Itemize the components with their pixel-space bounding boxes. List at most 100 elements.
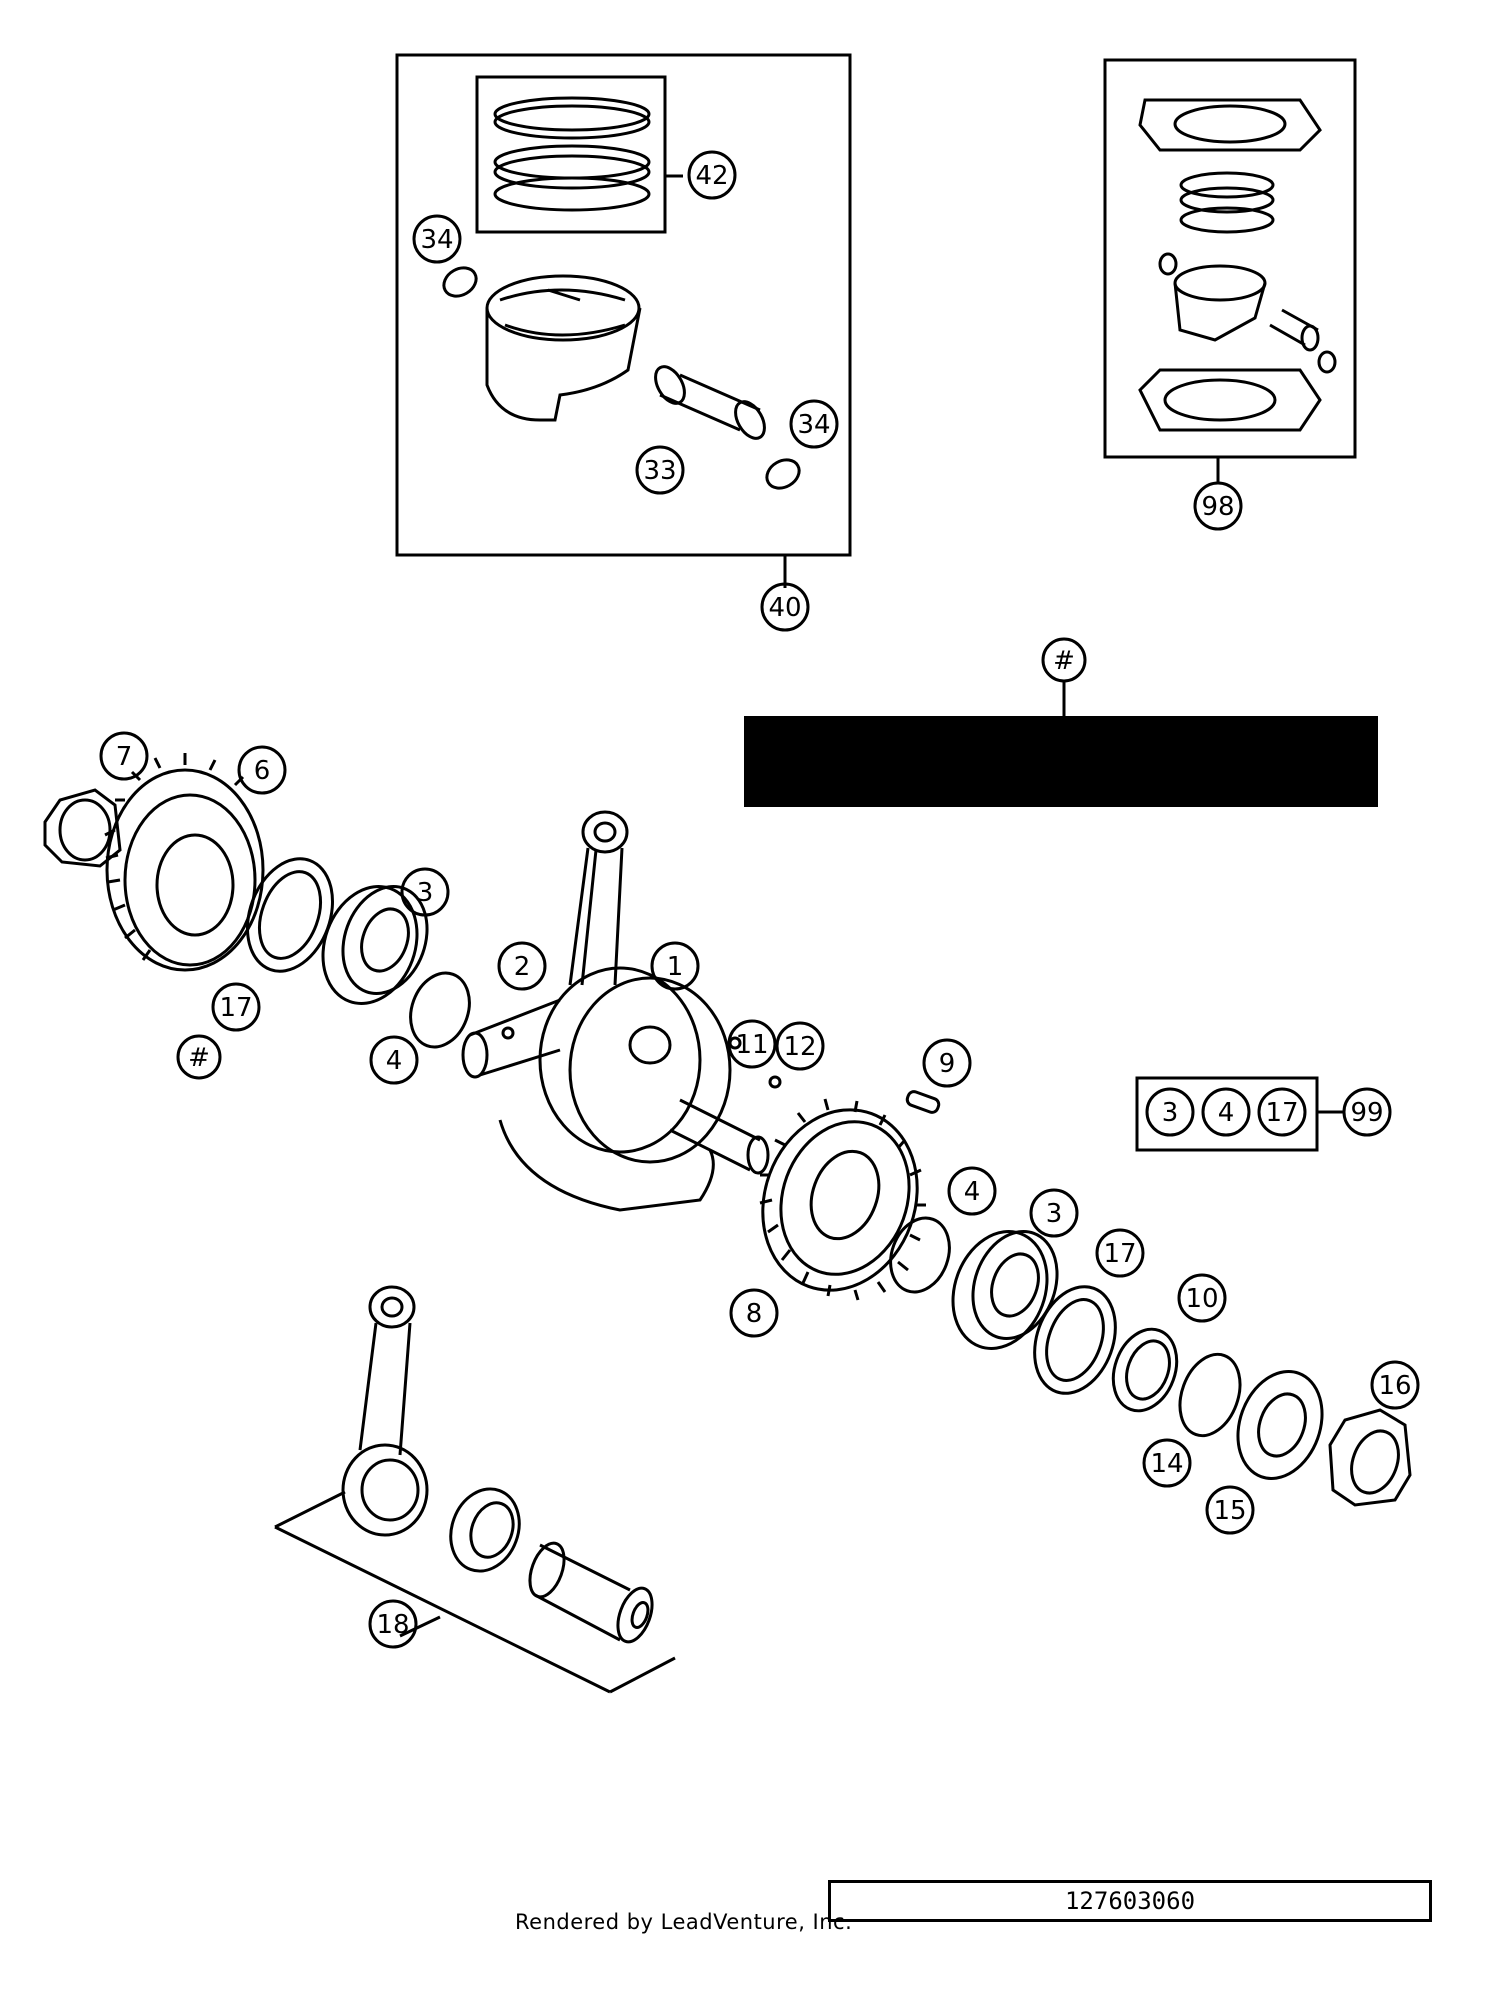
cylinder-kit-box: [1103, 58, 1357, 484]
callout-99: 99: [1342, 1087, 1392, 1137]
piston-pin-small: [1269, 308, 1320, 352]
kit-item: 4: [1201, 1087, 1251, 1137]
callout-12: 12: [775, 1021, 825, 1071]
drawing-number-box: 127603060: [828, 1880, 1432, 1922]
svg-text:42: 42: [695, 161, 728, 191]
redaction-bar: [744, 716, 1378, 807]
svg-text:12: 12: [783, 1032, 816, 1062]
svg-text:1: 1: [667, 952, 684, 982]
svg-text:16: 16: [1378, 1371, 1411, 1401]
callout-8: 8: [729, 1288, 779, 1338]
svg-text:3: 3: [417, 878, 434, 908]
svg-text:2: 2: [514, 952, 531, 982]
bearing-3: [951, 1230, 1059, 1350]
piston: [485, 274, 642, 422]
svg-text:9: 9: [939, 1049, 956, 1079]
cylinder-head-gasket: [1138, 98, 1322, 152]
seal-17: [1033, 1285, 1117, 1395]
svg-text:#: #: [188, 1043, 210, 1073]
piston-small: [1173, 264, 1267, 342]
nut-16: [1328, 1408, 1412, 1507]
svg-text:4: 4: [386, 1046, 403, 1076]
svg-text:34: 34: [420, 225, 453, 255]
gear-10: [1111, 1327, 1179, 1413]
callout-11: 11: [727, 1019, 777, 1069]
callout-17: 17: [1095, 1228, 1145, 1278]
svg-text:17: 17: [219, 993, 252, 1023]
washer-12: [768, 1075, 782, 1089]
callout-2: 2: [497, 941, 547, 991]
drawing-number: 127603060: [1064, 1887, 1196, 1915]
circlip-14: [1178, 1352, 1242, 1438]
callout-7: 7: [99, 731, 149, 781]
svg-text:34: 34: [797, 410, 830, 440]
callout-6: 6: [237, 745, 287, 795]
svg-text:17: 17: [1103, 1239, 1136, 1269]
svg-text:3: 3: [1162, 1098, 1179, 1128]
callout-1: 1: [650, 941, 700, 991]
callout-42: 42: [687, 150, 737, 200]
callout-10: 10: [1177, 1273, 1227, 1323]
washer-15: [1236, 1370, 1324, 1480]
piston-kit-box: [395, 53, 852, 588]
callout-3: 3: [400, 867, 450, 917]
callout-16: 16: [1370, 1360, 1420, 1410]
nut-7: [43, 788, 122, 868]
svg-text:11: 11: [735, 1030, 768, 1060]
kit-99-box: [1135, 1076, 1319, 1152]
callout-17: 17: [211, 982, 261, 1032]
callout-9: 9: [922, 1038, 972, 1088]
svg-text:15: 15: [1213, 1496, 1246, 1526]
snap-ring: [1317, 350, 1337, 374]
piston-pin: [654, 365, 766, 440]
svg-text:6: 6: [254, 756, 271, 786]
svg-text:40: 40: [768, 593, 801, 623]
callout-15: 15: [1205, 1485, 1255, 1535]
render-credit: Rendered by LeadVenture, Inc.: [515, 1910, 853, 1934]
shim-4: [889, 1216, 951, 1294]
svg-text:4: 4: [1218, 1098, 1235, 1128]
callout-hash: #: [176, 1034, 222, 1080]
seal-17: [245, 857, 335, 973]
svg-text:8: 8: [746, 1299, 763, 1329]
gear-8: [759, 1098, 926, 1301]
piston-ring-set: [493, 96, 651, 212]
callout-3: 3: [1029, 1188, 1079, 1238]
callout-98: 98: [1193, 481, 1243, 531]
snap-ring: [1158, 252, 1178, 276]
pin-9: [905, 1090, 941, 1114]
kit-item: 17: [1257, 1087, 1307, 1137]
callout-14: 14: [1142, 1438, 1192, 1488]
svg-text:14: 14: [1150, 1449, 1183, 1479]
svg-text:10: 10: [1185, 1284, 1218, 1314]
bearing-3: [321, 885, 429, 1005]
cylinder-base-gasket: [1138, 368, 1322, 432]
primary-gear-6: [104, 753, 265, 972]
svg-text:33: 33: [643, 456, 676, 486]
callout-34: 34: [412, 214, 462, 264]
callout-4: 4: [947, 1166, 997, 1216]
connecting-rod-kit: [274, 1285, 676, 1694]
callout-hash: #: [1041, 637, 1087, 683]
callout-33: 33: [635, 445, 685, 495]
svg-text:#: #: [1053, 646, 1075, 676]
svg-text:17: 17: [1265, 1098, 1298, 1128]
kit-item: 3: [1145, 1087, 1195, 1137]
svg-text:7: 7: [116, 742, 133, 772]
callout-18: 18: [368, 1599, 418, 1649]
key-2: [501, 1026, 515, 1040]
svg-text:18: 18: [376, 1610, 409, 1640]
callout-4: 4: [369, 1035, 419, 1085]
svg-text:3: 3: [1046, 1199, 1063, 1229]
snap-ring: [442, 266, 478, 298]
callout-40: 40: [760, 582, 810, 632]
shim-4: [409, 971, 471, 1049]
snap-ring: [765, 458, 801, 490]
svg-text:4: 4: [964, 1177, 981, 1207]
callout-34: 34: [789, 399, 839, 449]
svg-text:98: 98: [1201, 492, 1234, 522]
svg-text:99: 99: [1350, 1098, 1383, 1128]
crankshaft: [461, 810, 770, 1212]
piston-rings-small: [1179, 171, 1275, 234]
